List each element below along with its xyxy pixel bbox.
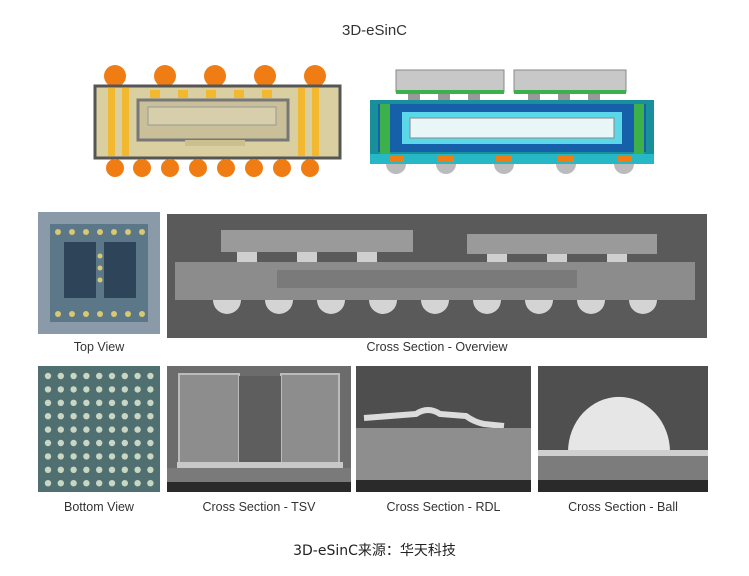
bottom-ball [57,439,64,447]
ball-cross-section [538,366,708,492]
bottom-ball [108,399,116,406]
top-view-photo [38,212,160,334]
bottom-ball [134,453,141,460]
bottom-ball [57,413,64,420]
bottom-ball [96,372,103,380]
bottom-ball [134,439,141,447]
bottom-ball [108,413,116,420]
bottom-ball [134,466,141,473]
caption-overview: Cross Section - Overview [366,340,508,354]
bottom-ball [108,426,116,433]
bottom-ball [57,426,64,433]
bottom-ball [121,453,128,460]
bottom-ball [108,466,116,473]
bottom-ball [57,386,64,393]
bottom-ball [108,439,116,447]
figure-footer: 3D-eSinC来源：华天科技 [293,543,456,559]
bottom-view-photo [38,366,160,492]
bottom-ball [147,466,154,473]
bottom-ball [83,386,90,393]
bottom-ball [134,426,141,433]
bottom-ball [44,399,52,406]
bottom-ball [57,372,64,380]
bottom-ball [44,372,52,380]
top-solder-balls [104,65,326,87]
bottom-ball [44,480,52,487]
bottom-ball [70,386,77,393]
bottom-ball [108,453,116,460]
bottom-ball [83,453,90,460]
bottom-ball [134,480,141,487]
bottom-solder-balls [106,159,319,177]
caption-tsv: Cross Section - TSV [202,500,316,514]
bottom-ball [121,480,128,487]
bottom-ball [121,426,128,433]
bottom-ball [147,480,154,487]
bottom-ball [57,480,64,487]
bottom-ball [83,480,90,487]
bottom-ball [134,399,141,406]
bottom-ball [147,453,154,460]
caption-top-view: Top View [73,340,125,354]
bottom-ball [121,413,128,420]
bottom-ball [96,426,103,433]
bottom-ball [121,439,128,447]
bottom-ball [108,372,116,380]
bottom-ball [70,399,77,406]
bottom-ball [96,439,103,447]
figure-title: 3D-eSinC [341,22,408,39]
bottom-ball [147,439,154,447]
bottom-ball [83,413,90,420]
bottom-ball [57,453,64,460]
bottom-ball [121,466,128,473]
bottom-ball [134,386,141,393]
bottom-ball [83,466,90,473]
caption-bottom-view: Bottom View [64,500,134,514]
bottom-ball [70,439,77,447]
bottom-ball [108,386,116,393]
bottom-ball [83,372,90,380]
tsv-cross-section [167,366,351,492]
bottom-ball [96,413,103,420]
bottom-ball [147,413,154,420]
bottom-ball [121,386,128,393]
overview-cross-section [167,214,707,338]
bottom-ball [57,466,64,473]
bottom-ball [57,399,64,406]
bottom-ball [96,399,103,406]
bottom-ball [70,466,77,473]
bottom-ball [147,399,154,406]
bottom-ball [147,372,154,380]
bottom-ball [134,372,141,380]
bottom-ball [83,426,90,433]
bottom-ball [70,426,77,433]
bottom-ball [96,480,103,487]
caption-rdl: Cross Section - RDL [386,500,501,514]
bottom-ball [147,386,154,393]
bottom-ball [44,413,52,420]
bottom-ball [44,466,52,473]
bottom-ball [96,386,103,393]
bottom-ball [147,426,154,433]
bottom-ball [134,413,141,420]
bottom-ball [83,439,90,447]
bottom-ball [70,453,77,460]
bottom-ball [121,399,128,406]
bottom-ball [44,439,52,447]
bottom-ball [44,426,52,433]
bottom-ball [96,466,103,473]
bottom-ball [96,453,103,460]
bottom-ball [70,480,77,487]
bottom-ball [70,413,77,420]
bottom-ball [121,372,128,380]
caption-ball: Cross Section - Ball [568,500,678,514]
schematic-package-right [368,68,658,180]
rdl-cross-section [356,366,531,492]
bottom-ball [44,386,52,393]
bottom-ball [44,453,52,460]
bottom-ball [108,480,116,487]
bottom-ball [83,399,90,406]
schematic-package-left [90,62,350,182]
bottom-ball [70,372,77,380]
